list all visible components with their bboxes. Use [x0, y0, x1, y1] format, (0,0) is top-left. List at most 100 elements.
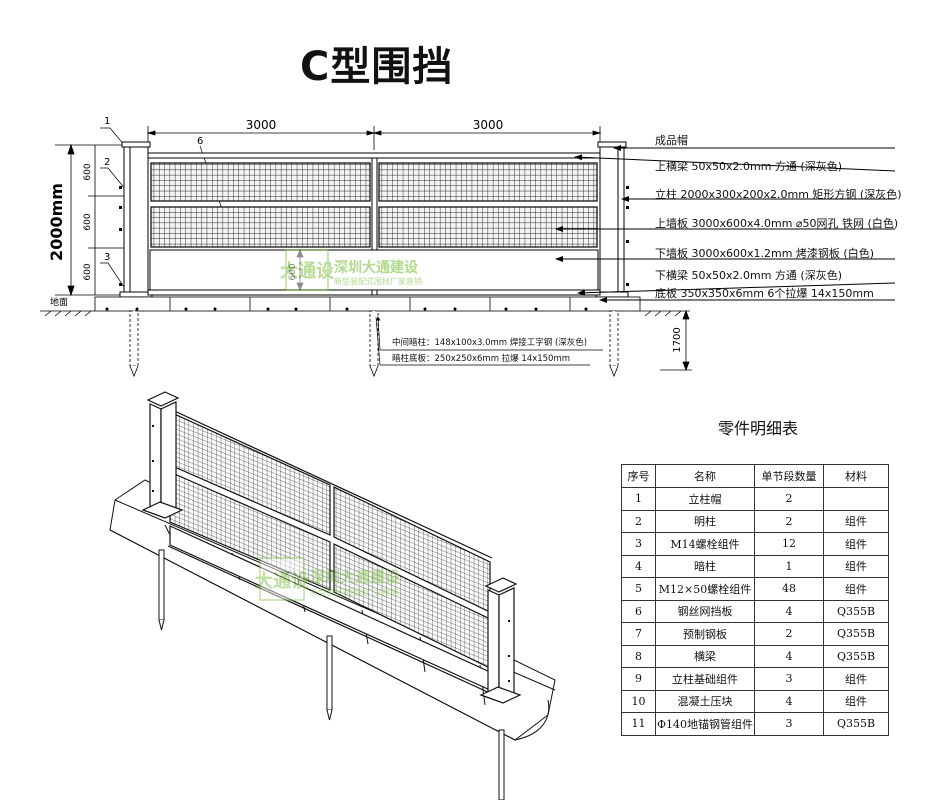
item-number: 1	[104, 116, 110, 127]
left-post	[119, 141, 153, 298]
table-cell: M14螺栓组件	[655, 532, 755, 556]
callout-arrows	[555, 145, 896, 303]
table-cell: 立柱帽	[655, 487, 755, 511]
elevation-drawing: 3000 3000 2000mm 600 600 600 1 2 3 6 7	[40, 116, 896, 378]
parts-table-title: 零件明细表	[718, 419, 799, 438]
table-cell: Q355B	[823, 599, 889, 623]
table-cell: 明柱	[655, 509, 755, 533]
iso-anchor-piles	[158, 549, 505, 800]
height-dimension	[55, 143, 125, 297]
lower-steel-panel	[149, 249, 599, 291]
seg-label: 600	[83, 263, 93, 280]
table-cell: 2	[754, 509, 824, 533]
span-left-label: 3000	[246, 118, 277, 132]
span-right-label: 3000	[473, 118, 504, 132]
table-cell: Q355B	[823, 622, 889, 646]
table-cell: 3	[754, 712, 824, 736]
iso-watermark-name: 深圳大通建设	[310, 568, 400, 586]
table-cell: 4	[621, 554, 656, 578]
column-header: 材料	[823, 464, 889, 488]
table-cell: 6	[621, 599, 656, 623]
table-cell: 9	[621, 667, 656, 691]
ground-line	[40, 310, 690, 317]
table-cell: 10	[621, 689, 656, 713]
table-cell: 组件	[823, 509, 889, 533]
table-cell: 组件	[823, 689, 889, 713]
embed-dim-label: 1700	[672, 327, 683, 352]
column-header: 单节段数量	[754, 464, 824, 488]
iso-watermark: 大通设 深圳大通建设 新型装配式围挡厂家直销	[255, 557, 400, 601]
table-cell: 暗柱	[655, 554, 755, 578]
post-bolts	[119, 186, 629, 286]
table-cell: 4	[754, 599, 824, 623]
page-title: C型围挡	[300, 44, 454, 90]
block-dots	[105, 307, 588, 311]
seg-label: 600	[83, 213, 93, 230]
upper-mesh-panels	[150, 162, 598, 248]
table-cell	[823, 487, 889, 511]
table-cell: 2	[754, 622, 824, 646]
watermark-logo-text: 大通设	[280, 260, 334, 282]
table-cell: 组件	[823, 554, 889, 578]
table-cell: M12×50螺栓组件	[655, 577, 755, 601]
height-label: 2000mm	[47, 183, 66, 261]
table-cell: Q355B	[823, 712, 889, 736]
iso-right-post	[479, 577, 522, 704]
table-cell: 8	[621, 644, 656, 668]
table-cell: 立柱基础组件	[655, 667, 755, 691]
item-number: 3	[104, 252, 110, 263]
table-cell: Φ140地锚钢管组件	[655, 712, 755, 736]
iso-post-bolts	[152, 425, 510, 682]
table-cell: 12	[754, 532, 824, 556]
table-cell: 48	[754, 577, 824, 601]
iso-watermark-logo-text: 大通设	[255, 570, 309, 592]
table-cell: 2	[754, 487, 824, 511]
table-cell: 钢丝网挡板	[655, 599, 755, 623]
note-leaders	[375, 316, 603, 366]
column-header: 序号	[621, 464, 656, 488]
iso-mesh-panels	[167, 407, 493, 695]
table-cell: 4	[754, 644, 824, 668]
item-number: 2	[104, 157, 110, 168]
table-cell: 7	[621, 622, 656, 646]
table-cell: 组件	[823, 532, 889, 556]
embed-dimension	[660, 309, 692, 372]
ground-label: 地面	[50, 296, 68, 308]
table-cell: 11	[621, 712, 656, 736]
span-dimension	[146, 126, 602, 150]
table-cell: 组件	[823, 577, 889, 601]
table-cell: Q355B	[823, 644, 889, 668]
table-cell: 2	[621, 509, 656, 533]
table-cell: 3	[754, 667, 824, 691]
table-cell: 3	[621, 532, 656, 556]
item-number: 6	[197, 136, 203, 147]
iso-watermark-slogan: 新型装配式围挡厂家直销	[310, 587, 398, 597]
table-cell: 5	[621, 577, 656, 601]
seg-label: 600	[83, 163, 93, 180]
table-cell: 横梁	[655, 644, 755, 668]
table-cell: 4	[754, 689, 824, 713]
concrete-blocks	[94, 296, 641, 312]
watermark-logo: 大通设	[280, 249, 334, 291]
table-cell: 组件	[823, 667, 889, 691]
right-post	[595, 141, 629, 298]
table-cell: 1	[754, 554, 824, 578]
isometric-view: 大通设 深圳大通建设 新型装配式围挡厂家直销	[109, 391, 556, 800]
table-cell: 预制钢板	[655, 622, 755, 646]
table-cell: 1	[621, 487, 656, 511]
table-header-row: 序号 名称 单节段数量 材料	[621, 464, 889, 488]
anchor-piles	[129, 310, 619, 378]
column-header: 名称	[655, 464, 755, 488]
